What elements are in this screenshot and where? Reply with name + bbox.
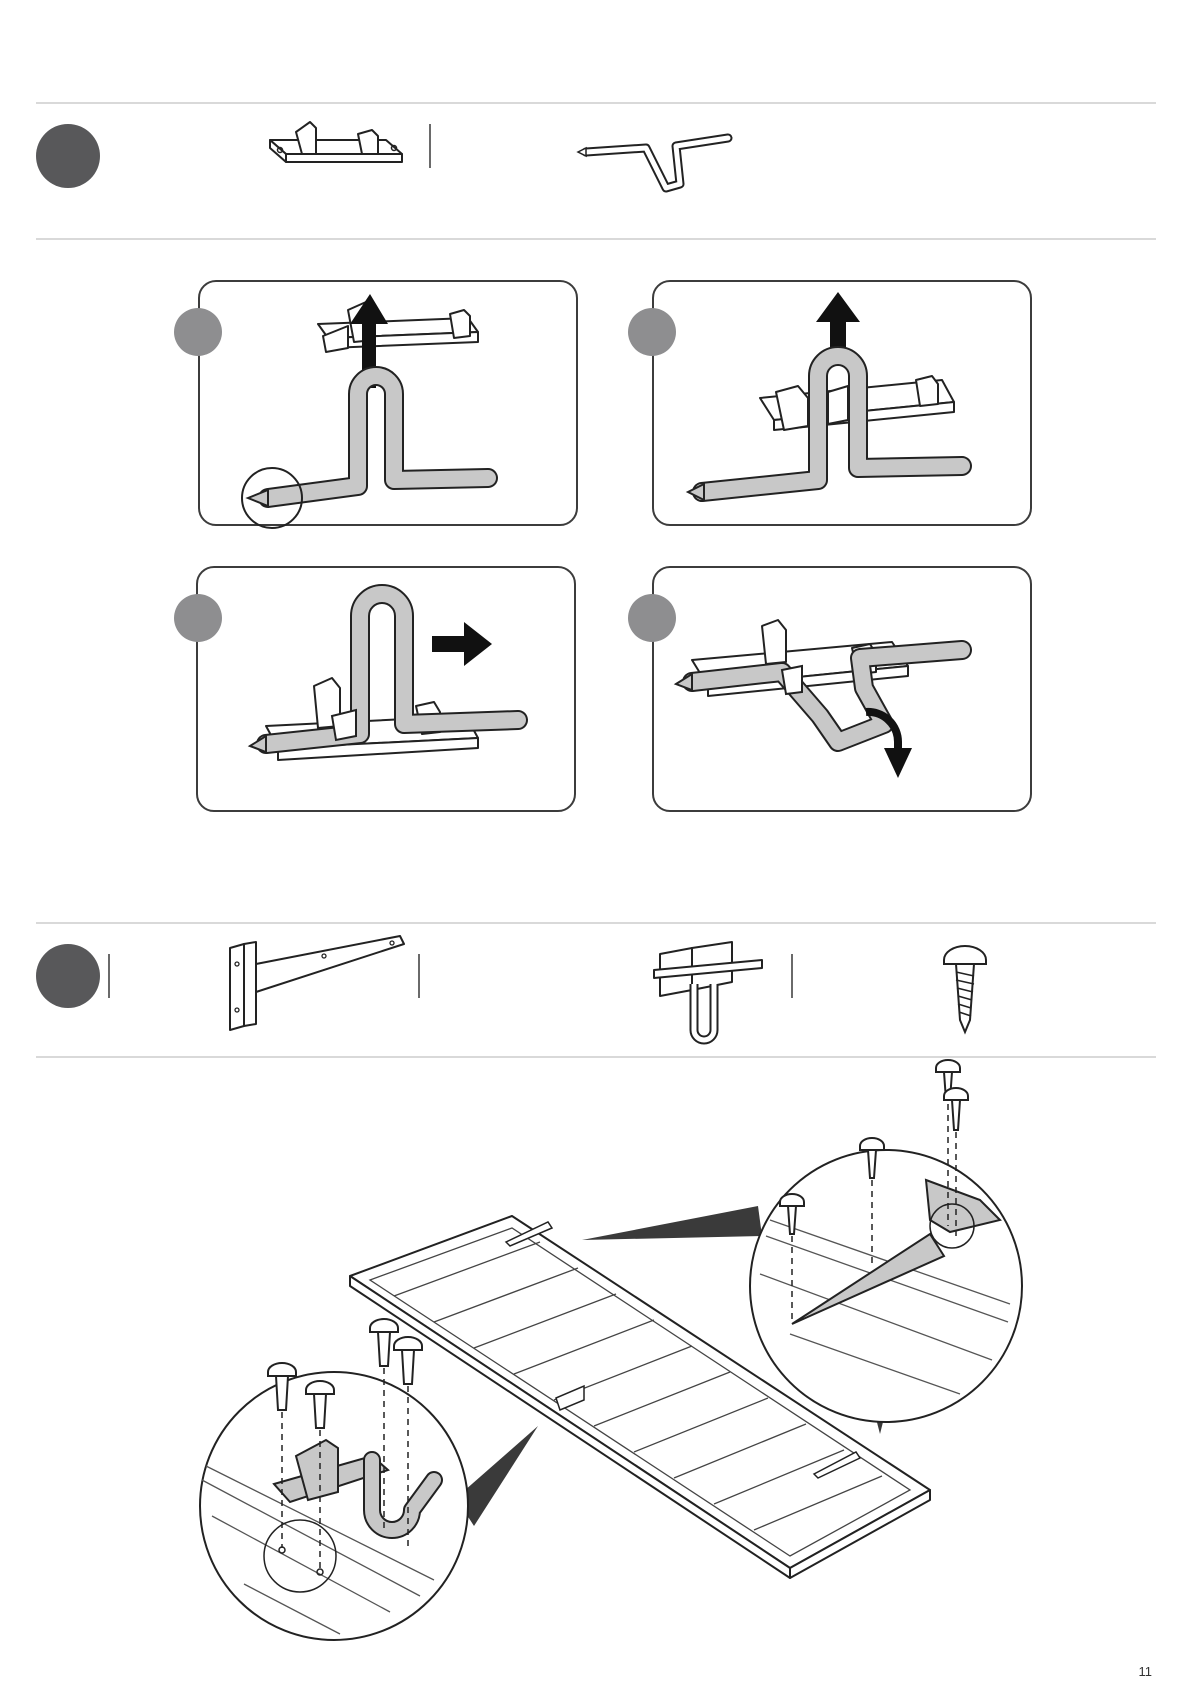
push-rod-through-icon: [652, 280, 1032, 526]
insert-rod-up-icon: [198, 280, 578, 526]
door-panel-hinge-latch-install-icon: [0, 1060, 1192, 1680]
part-separator: [418, 954, 420, 998]
tee-hinge-icon: [228, 934, 408, 1034]
divider-top: [36, 102, 1156, 104]
divider-a-bottom: [36, 238, 1156, 240]
slide-rod-right-icon: [196, 566, 576, 812]
pan-head-screw-icon: [940, 942, 990, 1034]
part-separator: [791, 954, 793, 998]
step-badge-a: [36, 124, 100, 188]
rotate-rod-down-icon: [652, 566, 1032, 812]
page-number: 11: [1139, 1664, 1153, 1679]
divider-b-top: [36, 922, 1156, 924]
divider-b-bottom: [36, 1056, 1156, 1058]
part-separator: [429, 124, 431, 168]
bolt-latch-base-icon: [266, 118, 406, 182]
bolt-latch-rod-icon: [576, 128, 736, 198]
step-badge-b: [36, 944, 100, 1008]
gate-bolt-latch-icon: [652, 940, 772, 1040]
part-separator: [108, 954, 110, 998]
